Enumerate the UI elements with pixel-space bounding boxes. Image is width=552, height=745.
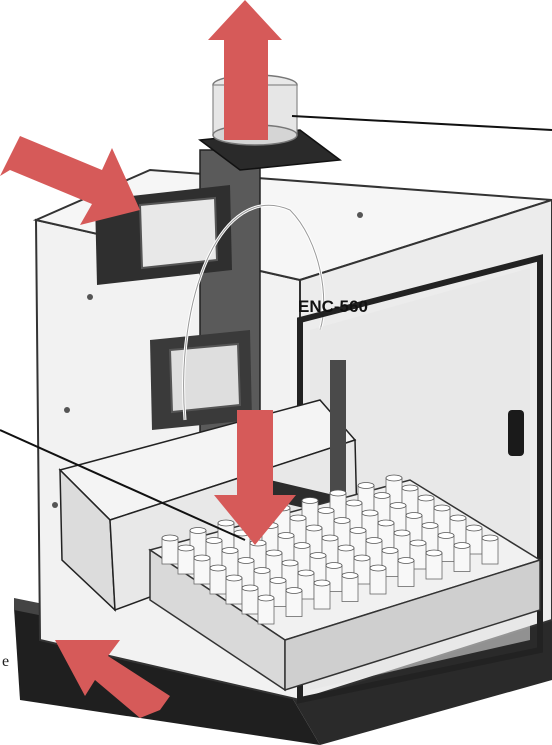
airflow-arrow-bottom-inlet: [55, 640, 170, 718]
leader-line-left: [0, 429, 246, 541]
vial-icon: [225, 574, 243, 605]
vial-icon: [209, 564, 227, 595]
vial-icon: [425, 549, 443, 580]
panel-screws: [52, 212, 363, 508]
vial-icon: [161, 534, 179, 565]
vial-icon: [241, 584, 259, 615]
leader-line-top-right: [291, 115, 552, 131]
arrow-icon: [0, 0, 296, 718]
airflow-arrow-left-inlet: [0, 136, 140, 225]
cut-off-label: e: [2, 653, 9, 670]
vial-grid: [161, 474, 499, 625]
vial-icon: [369, 564, 387, 595]
vial-icon: [453, 542, 471, 572]
vent-housing-lower: [150, 330, 252, 430]
vial-icon: [177, 544, 195, 575]
model-label: ENC-560: [298, 297, 368, 316]
airflow-arrow-up: [208, 0, 282, 140]
vial-icon: [341, 572, 359, 602]
vial-icon: [193, 554, 211, 585]
vial-icon: [481, 534, 499, 565]
vial-icon: [317, 507, 335, 537]
vial-icon: [397, 557, 415, 587]
vial-icon: [285, 587, 303, 617]
door-handle: [508, 410, 524, 456]
vial-icon: [257, 594, 275, 625]
airflow-arrow-down: [214, 410, 296, 545]
vial-icon: [313, 579, 331, 610]
